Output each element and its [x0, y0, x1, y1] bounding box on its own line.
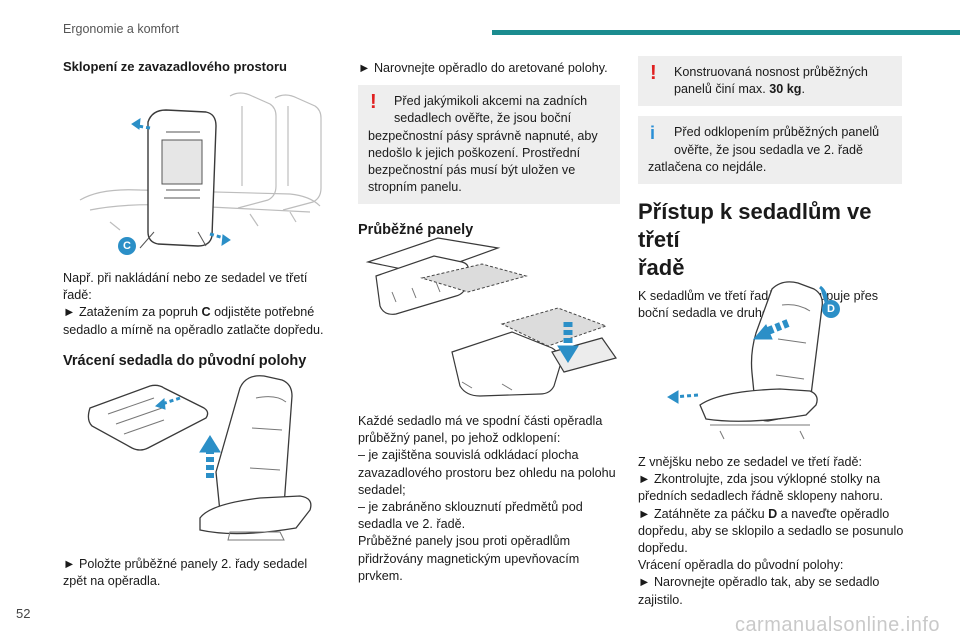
running-header: Ergonomie a komfort	[63, 22, 180, 36]
body-line: průběžný panel, po jehož odklopení:	[358, 431, 561, 446]
warning-line-load: panelů činí max. 30 kg.	[674, 82, 805, 97]
column-2-body: Každé sedadlo má ve spodní části opěradl…	[358, 413, 626, 585]
body-line: sedadla ve 2. řadě.	[358, 517, 466, 532]
warning-box-belts: ! Před jakýmikoli akcemi na zadních seda…	[358, 85, 620, 205]
body-line: Každé sedadlo má ve spodní části opěradl…	[358, 414, 603, 428]
info-line: ověřte, že jsou sedadla ve 2. řadě	[674, 142, 864, 157]
heading-fold-from-boot: Sklopení ze zavazadlového prostoru	[63, 59, 287, 74]
column-1-body: Např. při nakládání nebo ze sedadel ve t…	[63, 270, 343, 370]
warning-line: bezpečnostní pás musí být uložen ve	[368, 163, 576, 178]
step-strap-c: ► Zatažením za popruh C odjistěte potřeb…	[63, 305, 315, 320]
body-line: ► Zkontrolujte, zda jsou výklopné stolky…	[638, 472, 881, 487]
warning-icon: !	[650, 62, 657, 84]
body-line: dopředu.	[638, 541, 688, 556]
body-line: ► Narovnejte opěradlo tak, aby se sedadl…	[638, 575, 880, 590]
body-line: sedadel;	[358, 482, 406, 497]
illustration-seat-return	[87, 375, 312, 541]
body-line: přidržovány magnetickým upevňovacím prvk…	[358, 551, 580, 583]
warning-line: sedadlech ověřte, že jsou boční	[394, 111, 572, 126]
warning-line: nedošlo k jejich poškození. Prostřední	[368, 145, 581, 160]
warning-line: Konstruovaná nosnost průběžných	[674, 65, 868, 79]
step-lever-d: ► Zatáhněte za páčku D a naveďte opěradl…	[638, 506, 890, 521]
heading-return-seat: Vrácení sedadla do původní polohy	[63, 352, 307, 369]
warning-line: bezpečnostní pásy správně napnuté, aby	[368, 128, 598, 143]
body-line: – je zabráněno sklouznutí předmětů pod	[358, 500, 583, 515]
page-number: 52	[16, 606, 31, 621]
body-line: zavazadlového prostoru bez ohledu na pol…	[358, 465, 616, 480]
column-1: Sklopení ze zavazadlového prostoru	[63, 58, 335, 75]
intro-line: boční sedadla ve druhé řadě.	[638, 306, 802, 321]
warning-icon: !	[370, 91, 377, 114]
info-icon: i	[650, 123, 656, 144]
column-3-body: Z vnějšku nebo ze sedadel ve třetí řadě:…	[638, 454, 904, 609]
paragraph-line: zpět na opěradla.	[63, 574, 161, 589]
body-line: zajistilo.	[638, 592, 683, 607]
callout-d: D	[822, 300, 840, 318]
step-straighten-backrest: ► Narovnejte opěradlo do aretované poloh…	[358, 61, 608, 75]
watermark: carmanualsonline.info	[734, 614, 940, 636]
body-line: – je zajištěna souvislá odkládací plocha	[358, 448, 579, 463]
warning-box-load: ! Konstruovaná nosnost průběžných panelů…	[638, 56, 902, 107]
paragraph-line: řadě:	[63, 288, 92, 303]
body-line: předních sedadlech řádně sklopeny nahoru…	[638, 489, 884, 504]
column-3: ! Konstruovaná nosnost průběžných panelů…	[638, 56, 902, 322]
illustration-seat-fold-from-boot	[79, 92, 322, 249]
body-line: dopředu, aby se sklopilo a sedadlo se po…	[638, 523, 904, 538]
body-line: Vrácení opěradla do původní polohy:	[638, 558, 844, 573]
illustration-seat-lever-d	[667, 281, 828, 440]
body-line: Z vnějšku nebo ze sedadel ve třetí řadě:	[638, 455, 863, 469]
heading-third-row-access: Přístup k sedadlům ve třetí	[638, 199, 872, 253]
warning-line: stropním panelu.	[368, 180, 462, 195]
body-line: Průběžné panely jsou proti opěradlům	[358, 534, 571, 549]
column-1-footer-text: ► Položte průběžné panely 2. řady sedade…	[63, 556, 343, 590]
paragraph-line: sedadlo a mírně na opěradlo zatlačte dop…	[63, 322, 324, 337]
info-box-panels: i Před odklopením průběžných panelů ověř…	[638, 116, 902, 185]
header-accent-bar	[492, 30, 960, 35]
paragraph-line: Např. při nakládání nebo ze sedadel ve t…	[63, 271, 308, 285]
info-line: zatlačena co nejdále.	[648, 159, 767, 174]
info-line: Před odklopením průběžných panelů	[674, 125, 880, 140]
illustration-continuous-panels	[365, 237, 617, 397]
callout-c: C	[118, 237, 136, 255]
heading-third-row-access-2: řadě	[638, 255, 685, 281]
heading-panels: Průběžné panely	[358, 222, 474, 239]
step-place-panels: ► Položte průběžné panely 2. řady sedade…	[63, 557, 308, 571]
column-2: ► Narovnejte opěradlo do aretované poloh…	[358, 60, 620, 240]
warning-line: Před jakýmikoli akcemi na zadních	[394, 94, 588, 109]
